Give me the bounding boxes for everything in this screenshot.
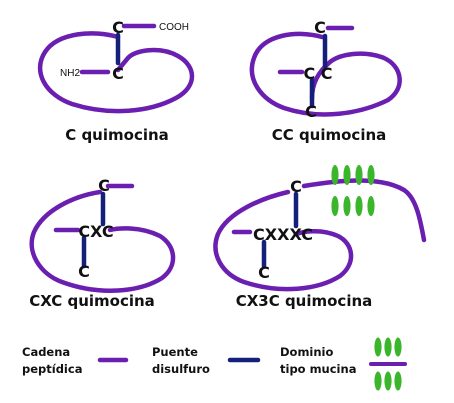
panel-c-quimocina: C C COOH NH2 C quimocina xyxy=(37,18,195,144)
cysteine-top: C xyxy=(290,177,302,196)
legend-label-line2: tipo mucina xyxy=(280,362,356,376)
panel-caption: C quimocina xyxy=(65,126,169,144)
cysteine-bottom: C xyxy=(305,102,317,121)
nh2-label: NH2 xyxy=(60,68,80,79)
cx3c-motif: CXXXC xyxy=(253,225,313,244)
panel-caption: CC quimocina xyxy=(272,126,387,144)
cysteine-top: C xyxy=(314,18,326,37)
peptide-chain xyxy=(29,189,176,293)
legend-mucin-domain: Dominio tipo mucina xyxy=(280,337,407,391)
panel-cc-quimocina: C C C C CC quimocina xyxy=(249,18,402,144)
legend-label-line2: peptídica xyxy=(22,362,82,376)
legend-peptide-chain: Cadena peptídica xyxy=(22,345,129,376)
panel-caption: CX3C quimocina xyxy=(236,292,373,310)
mucin-domain-icon xyxy=(331,165,375,216)
cysteine-pair: C C xyxy=(303,64,332,83)
peptide-chain xyxy=(37,31,195,114)
mucin-domain-icon xyxy=(369,337,407,391)
panel-cxc-quimocina: C CXC C CXC quimocina xyxy=(29,176,176,310)
cysteine-bottom: C xyxy=(78,262,90,281)
legend-label-line1: Cadena xyxy=(22,345,70,359)
cysteine-top: C xyxy=(112,18,124,37)
legend-label-line1: Puente xyxy=(152,345,198,359)
mucin-stalk xyxy=(301,178,427,243)
panel-cx3c-quimocina: C CXXXC C CX3C quimocina xyxy=(213,165,427,310)
legend-label-line2: disulfuro xyxy=(152,362,210,376)
cooh-label: COOH xyxy=(159,22,189,33)
cysteine-bottom: C xyxy=(112,64,124,83)
panel-caption: CXC quimocina xyxy=(29,292,155,310)
peptide-chain xyxy=(213,189,354,292)
legend: Cadena peptídica Puente disulfuro Domini… xyxy=(22,337,407,391)
legend-label-line1: Dominio xyxy=(280,345,334,359)
cysteine-bottom: C xyxy=(258,263,270,282)
legend-disulfide-bridge: Puente disulfuro xyxy=(152,345,261,376)
cxc-motif: CXC xyxy=(78,222,113,241)
cysteine-top: C xyxy=(98,176,110,195)
peptide-chain xyxy=(249,31,402,117)
